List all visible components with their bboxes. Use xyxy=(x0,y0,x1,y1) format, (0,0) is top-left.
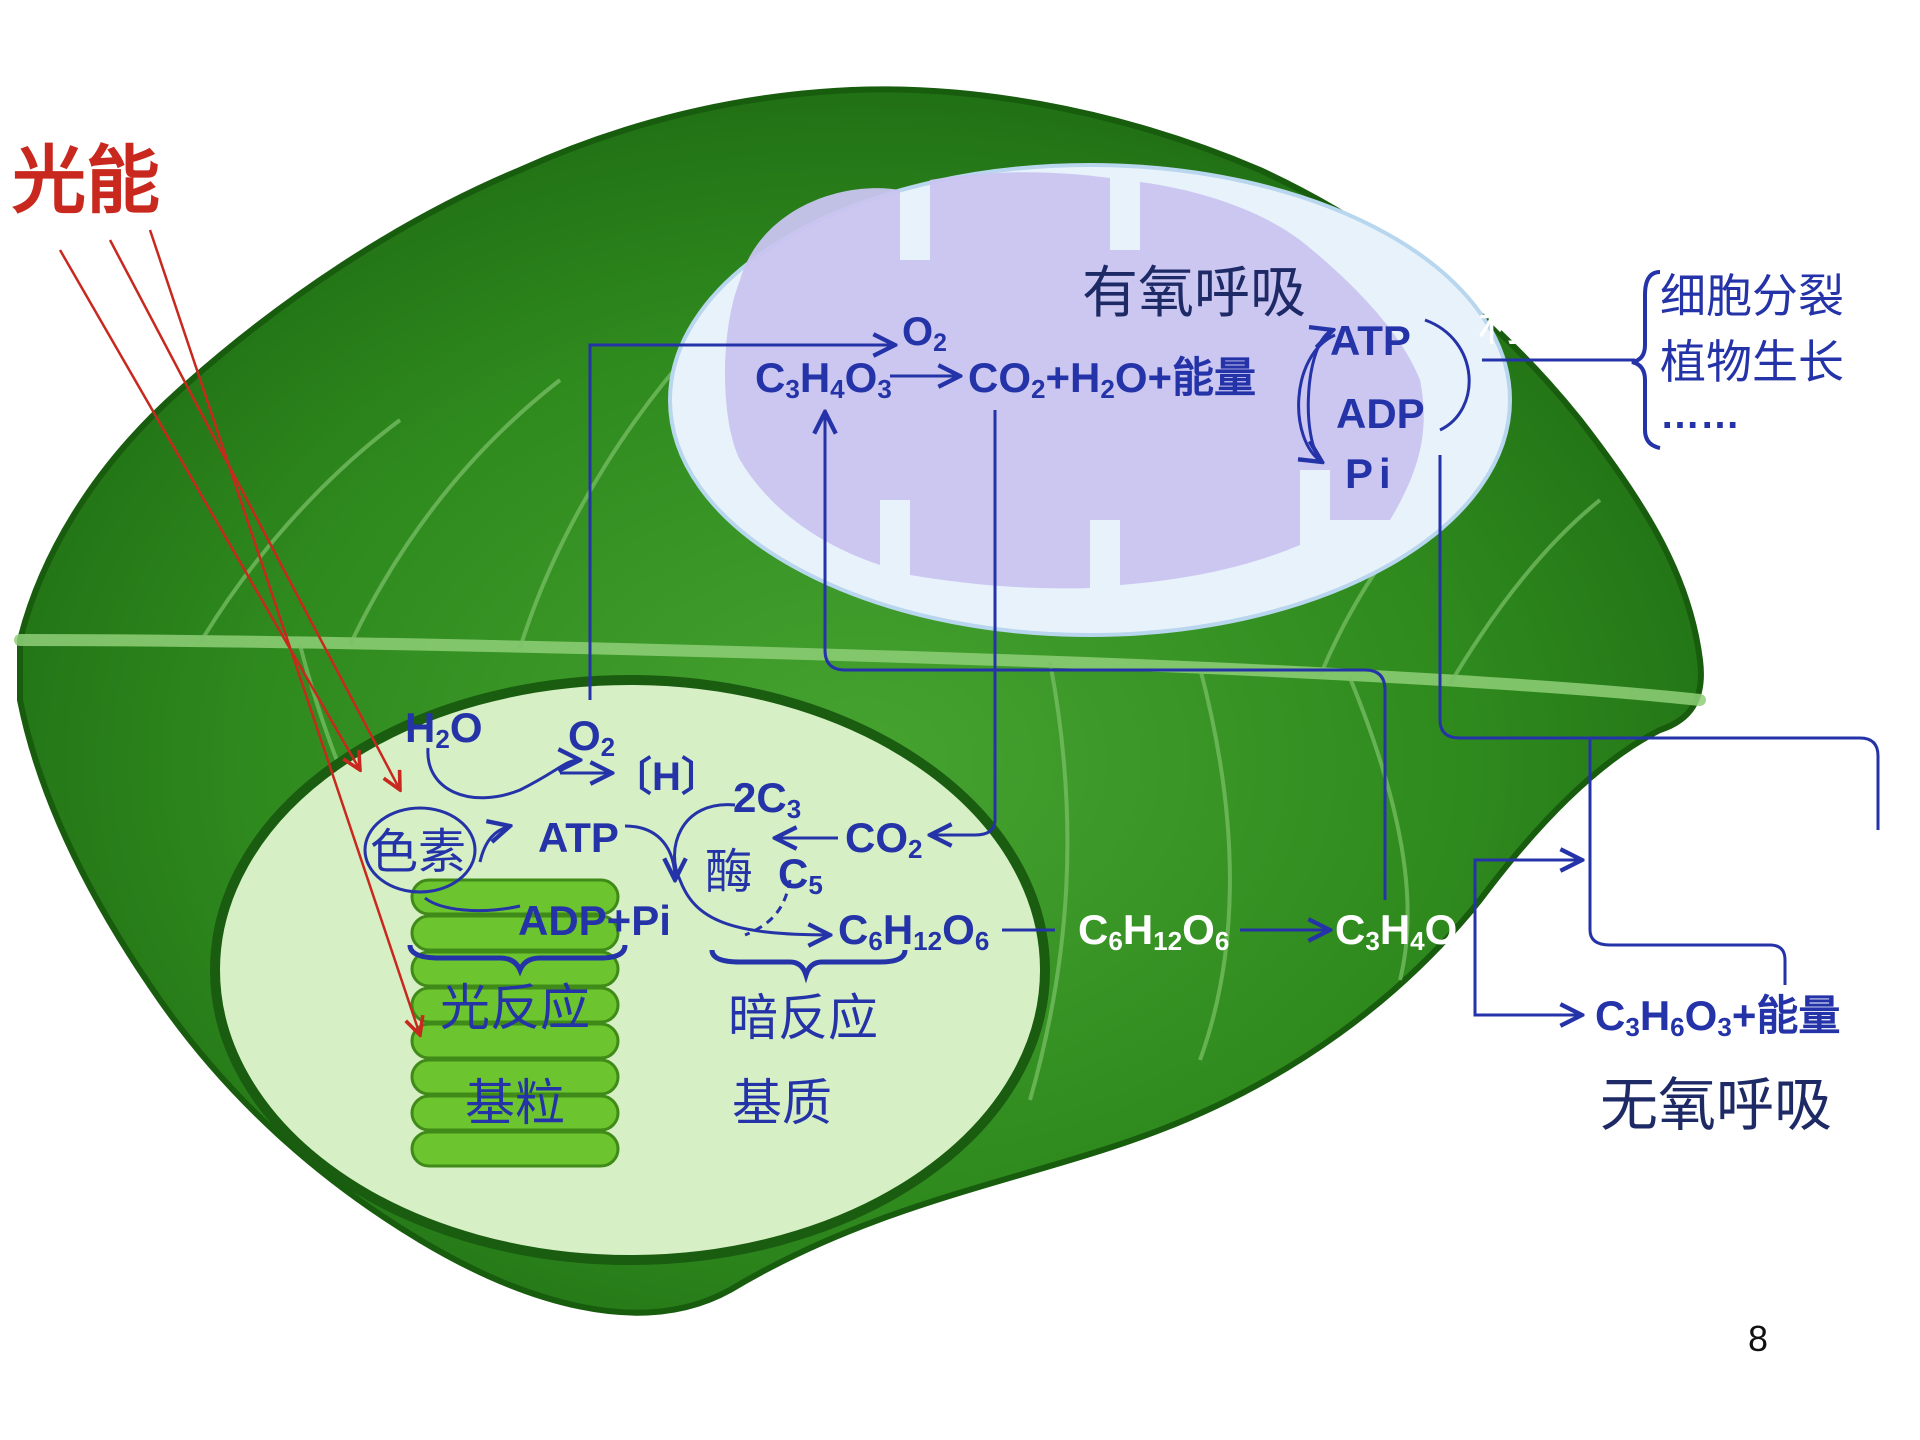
mitochondrion xyxy=(668,163,1512,637)
chloro-enzyme: 酶 xyxy=(705,846,753,899)
pigment-circle xyxy=(363,806,477,894)
adp-return-arrow xyxy=(424,896,521,913)
dark-reaction-brace xyxy=(709,949,908,984)
aerobic-pyruvate: C3H4O3 xyxy=(755,354,892,404)
anaerobic-pyruvate: C3H4O3 xyxy=(1335,906,1472,956)
o2-transfer-arrow xyxy=(588,345,895,700)
anaerobic-atp-line-lactic xyxy=(1588,738,1787,985)
light-rays xyxy=(58,229,420,1035)
aerobic-o2: O2 xyxy=(902,310,947,357)
atp-adp-cycle-right xyxy=(1424,318,1471,432)
mitochondrion-cristae xyxy=(725,172,1424,589)
chloro-c5: C5 xyxy=(778,850,823,900)
atp-to-dark-arrow xyxy=(624,824,675,880)
use-cell-division: 细胞分裂 xyxy=(1660,270,1844,322)
anaerobic-branch-lactic xyxy=(1473,930,1582,1015)
light-energy-label: 光能 xyxy=(12,139,160,222)
chloro-glucose: C6H12O6 xyxy=(838,906,989,956)
pathway-arrows xyxy=(424,318,1880,1015)
use-ellipsis: …… xyxy=(1660,393,1740,437)
aerobic-pi: Pi xyxy=(1345,450,1397,497)
adp-to-atp-arrow xyxy=(1306,330,1333,464)
light-reaction-label: 光反应 xyxy=(440,980,590,1036)
water-split-arc xyxy=(426,748,580,800)
chloro-2c3: 2C3 xyxy=(733,774,801,824)
grana-stack xyxy=(410,878,620,1168)
anaerobic-atp-line xyxy=(1438,455,1880,830)
uses-brace xyxy=(1631,270,1661,450)
anaerobic-branch xyxy=(1473,860,1582,930)
chloro-adp-pi: ADP+Pi xyxy=(518,897,671,944)
page-number: 8 xyxy=(1747,1318,1768,1359)
leaf-veins xyxy=(198,318,1602,1101)
calvin-cycle-arc xyxy=(673,803,830,935)
chloro-pigment: 色素 xyxy=(370,826,466,879)
chloro-atp: ATP xyxy=(538,814,619,861)
anaerobic-title: 无氧呼吸 xyxy=(1600,1073,1832,1138)
pigment-atp-arrow xyxy=(478,826,510,863)
leaf-midrib xyxy=(14,634,1706,706)
dark-reaction-label: 暗反应 xyxy=(728,990,878,1046)
anaerobic-lactic: C3H6O3+能量 xyxy=(1595,992,1840,1042)
chloroplast xyxy=(210,675,1050,1265)
co2-return-arrow xyxy=(930,410,997,835)
pyruvate-to-mitochondrion-arrow xyxy=(825,412,1387,900)
stroma-label: 基质 xyxy=(732,1075,832,1131)
chloro-h: 〔H〕 xyxy=(612,754,721,799)
grana-label: 基粒 xyxy=(465,1075,565,1131)
c5-regeneration-arrow xyxy=(744,879,792,937)
aerobic-title: 有氧呼吸 xyxy=(1082,261,1306,324)
aerobic-adp: ADP xyxy=(1336,390,1425,437)
chloro-co2: CO2 xyxy=(845,814,922,864)
aerobic-products: CO2+H2O+能量 xyxy=(968,354,1256,404)
use-label: 利用 xyxy=(1478,298,1570,350)
anaerobic-ethanol: C2H5OH+CO2+能量 xyxy=(1595,834,1920,884)
chloro-h2o: H2O xyxy=(405,704,483,754)
chloro-o2: O2 xyxy=(568,712,615,762)
use-plant-growth: 植物生长 xyxy=(1660,336,1844,388)
light-reaction-brace xyxy=(407,944,628,977)
anaerobic-glucose: C6H12O6 xyxy=(1078,906,1229,956)
aerobic-atp: ATP xyxy=(1330,317,1411,364)
